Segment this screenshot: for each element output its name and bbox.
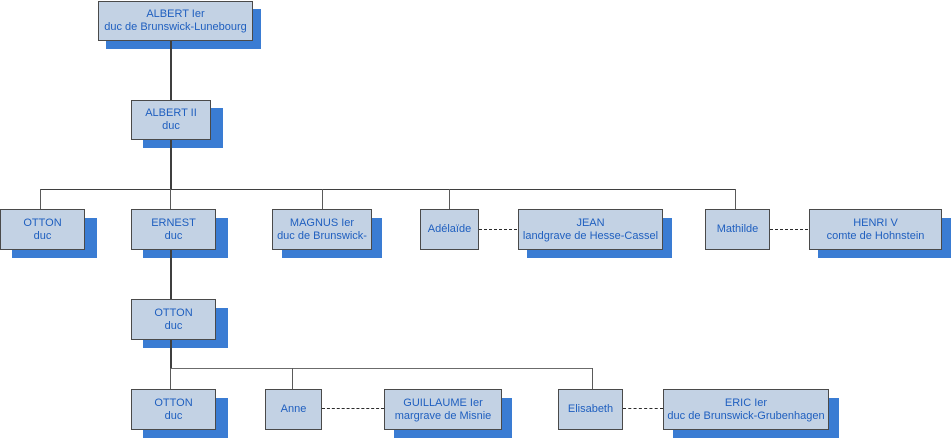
connector-albert1-to-albert2 — [170, 40, 172, 106]
node-title: duc de Brunswick- — [277, 229, 367, 242]
node-albert2[interactable]: ALBERT II duc — [131, 100, 211, 140]
node-name: ALBERT Ier — [146, 8, 205, 20]
node-title: duc — [164, 409, 183, 422]
node-title: comte de Hohnstein — [826, 229, 925, 242]
node-name: HENRI V — [853, 216, 898, 229]
node-name: ALBERT II — [145, 107, 197, 119]
drop-to-mathilde — [735, 189, 736, 209]
bus-generation-4 — [170, 368, 592, 369]
node-elisabeth[interactable]: Elisabeth — [558, 389, 623, 430]
bus-generation-2 — [40, 189, 736, 190]
drop-to-otton-c — [170, 368, 171, 389]
node-name: Anne — [280, 403, 307, 415]
node-magnus[interactable]: MAGNUS Ier duc de Brunswick- — [272, 209, 372, 250]
node-title: duc — [164, 229, 183, 242]
node-otton-b[interactable]: OTTON duc — [131, 299, 216, 340]
node-henri5[interactable]: HENRI V comte de Hohnstein — [809, 209, 942, 250]
drop-to-otton-a — [40, 189, 41, 209]
node-ernest[interactable]: ERNEST duc — [131, 209, 216, 250]
connector-albert2-down — [170, 140, 172, 190]
marriage-adelaide-jean — [479, 229, 527, 230]
node-title: duc de Brunswick-Grubenhagen — [667, 409, 825, 422]
node-title: duc — [164, 319, 183, 332]
marriage-anne-guillaume — [322, 408, 384, 409]
drop-to-anne — [292, 368, 293, 389]
node-name: OTTON — [154, 396, 193, 409]
node-title: margrave de Misnie — [394, 409, 492, 422]
node-title: duc — [33, 229, 52, 242]
connector-otton-b-down — [170, 340, 172, 369]
node-name: GUILLAUME Ier — [403, 396, 483, 409]
node-guillaume[interactable]: GUILLAUME Ier margrave de Misnie — [384, 389, 502, 430]
node-eric1[interactable]: ERIC Ier duc de Brunswick-Grubenhagen — [663, 389, 829, 430]
node-albert1[interactable]: ALBERT Ier duc de Brunswick-Lunebourg — [98, 1, 253, 41]
marriage-elisabeth-eric1 — [623, 408, 663, 409]
connector-ernest-to-otton-b — [170, 250, 172, 306]
node-title: duc — [162, 120, 180, 132]
marriage-mathilde-henri5 — [770, 229, 818, 230]
node-name: ERNEST — [151, 216, 196, 229]
node-adelaide[interactable]: Adélaïde — [420, 209, 479, 250]
node-title: landgrave de Hesse-Cassel — [522, 229, 659, 242]
node-name: OTTON — [154, 306, 193, 319]
node-name: MAGNUS Ier — [289, 216, 355, 229]
node-name: Elisabeth — [567, 403, 614, 415]
drop-to-adelaide — [449, 189, 450, 209]
drop-to-elisabeth — [592, 368, 593, 389]
node-name: Adélaïde — [427, 223, 472, 235]
node-jean[interactable]: JEAN landgrave de Hesse-Cassel — [518, 209, 663, 250]
node-name: Mathilde — [716, 223, 759, 235]
drop-to-magnus — [322, 189, 323, 209]
drop-to-ernest — [170, 189, 171, 209]
node-anne[interactable]: Anne — [265, 389, 322, 430]
node-name: ERIC Ier — [724, 396, 768, 409]
node-name: OTTON — [23, 216, 62, 229]
node-name: JEAN — [576, 216, 605, 229]
node-otton-a[interactable]: OTTON duc — [0, 209, 85, 250]
node-title: duc de Brunswick-Lunebourg — [104, 21, 247, 33]
node-otton-c[interactable]: OTTON duc — [131, 389, 216, 430]
node-mathilde[interactable]: Mathilde — [705, 209, 770, 250]
